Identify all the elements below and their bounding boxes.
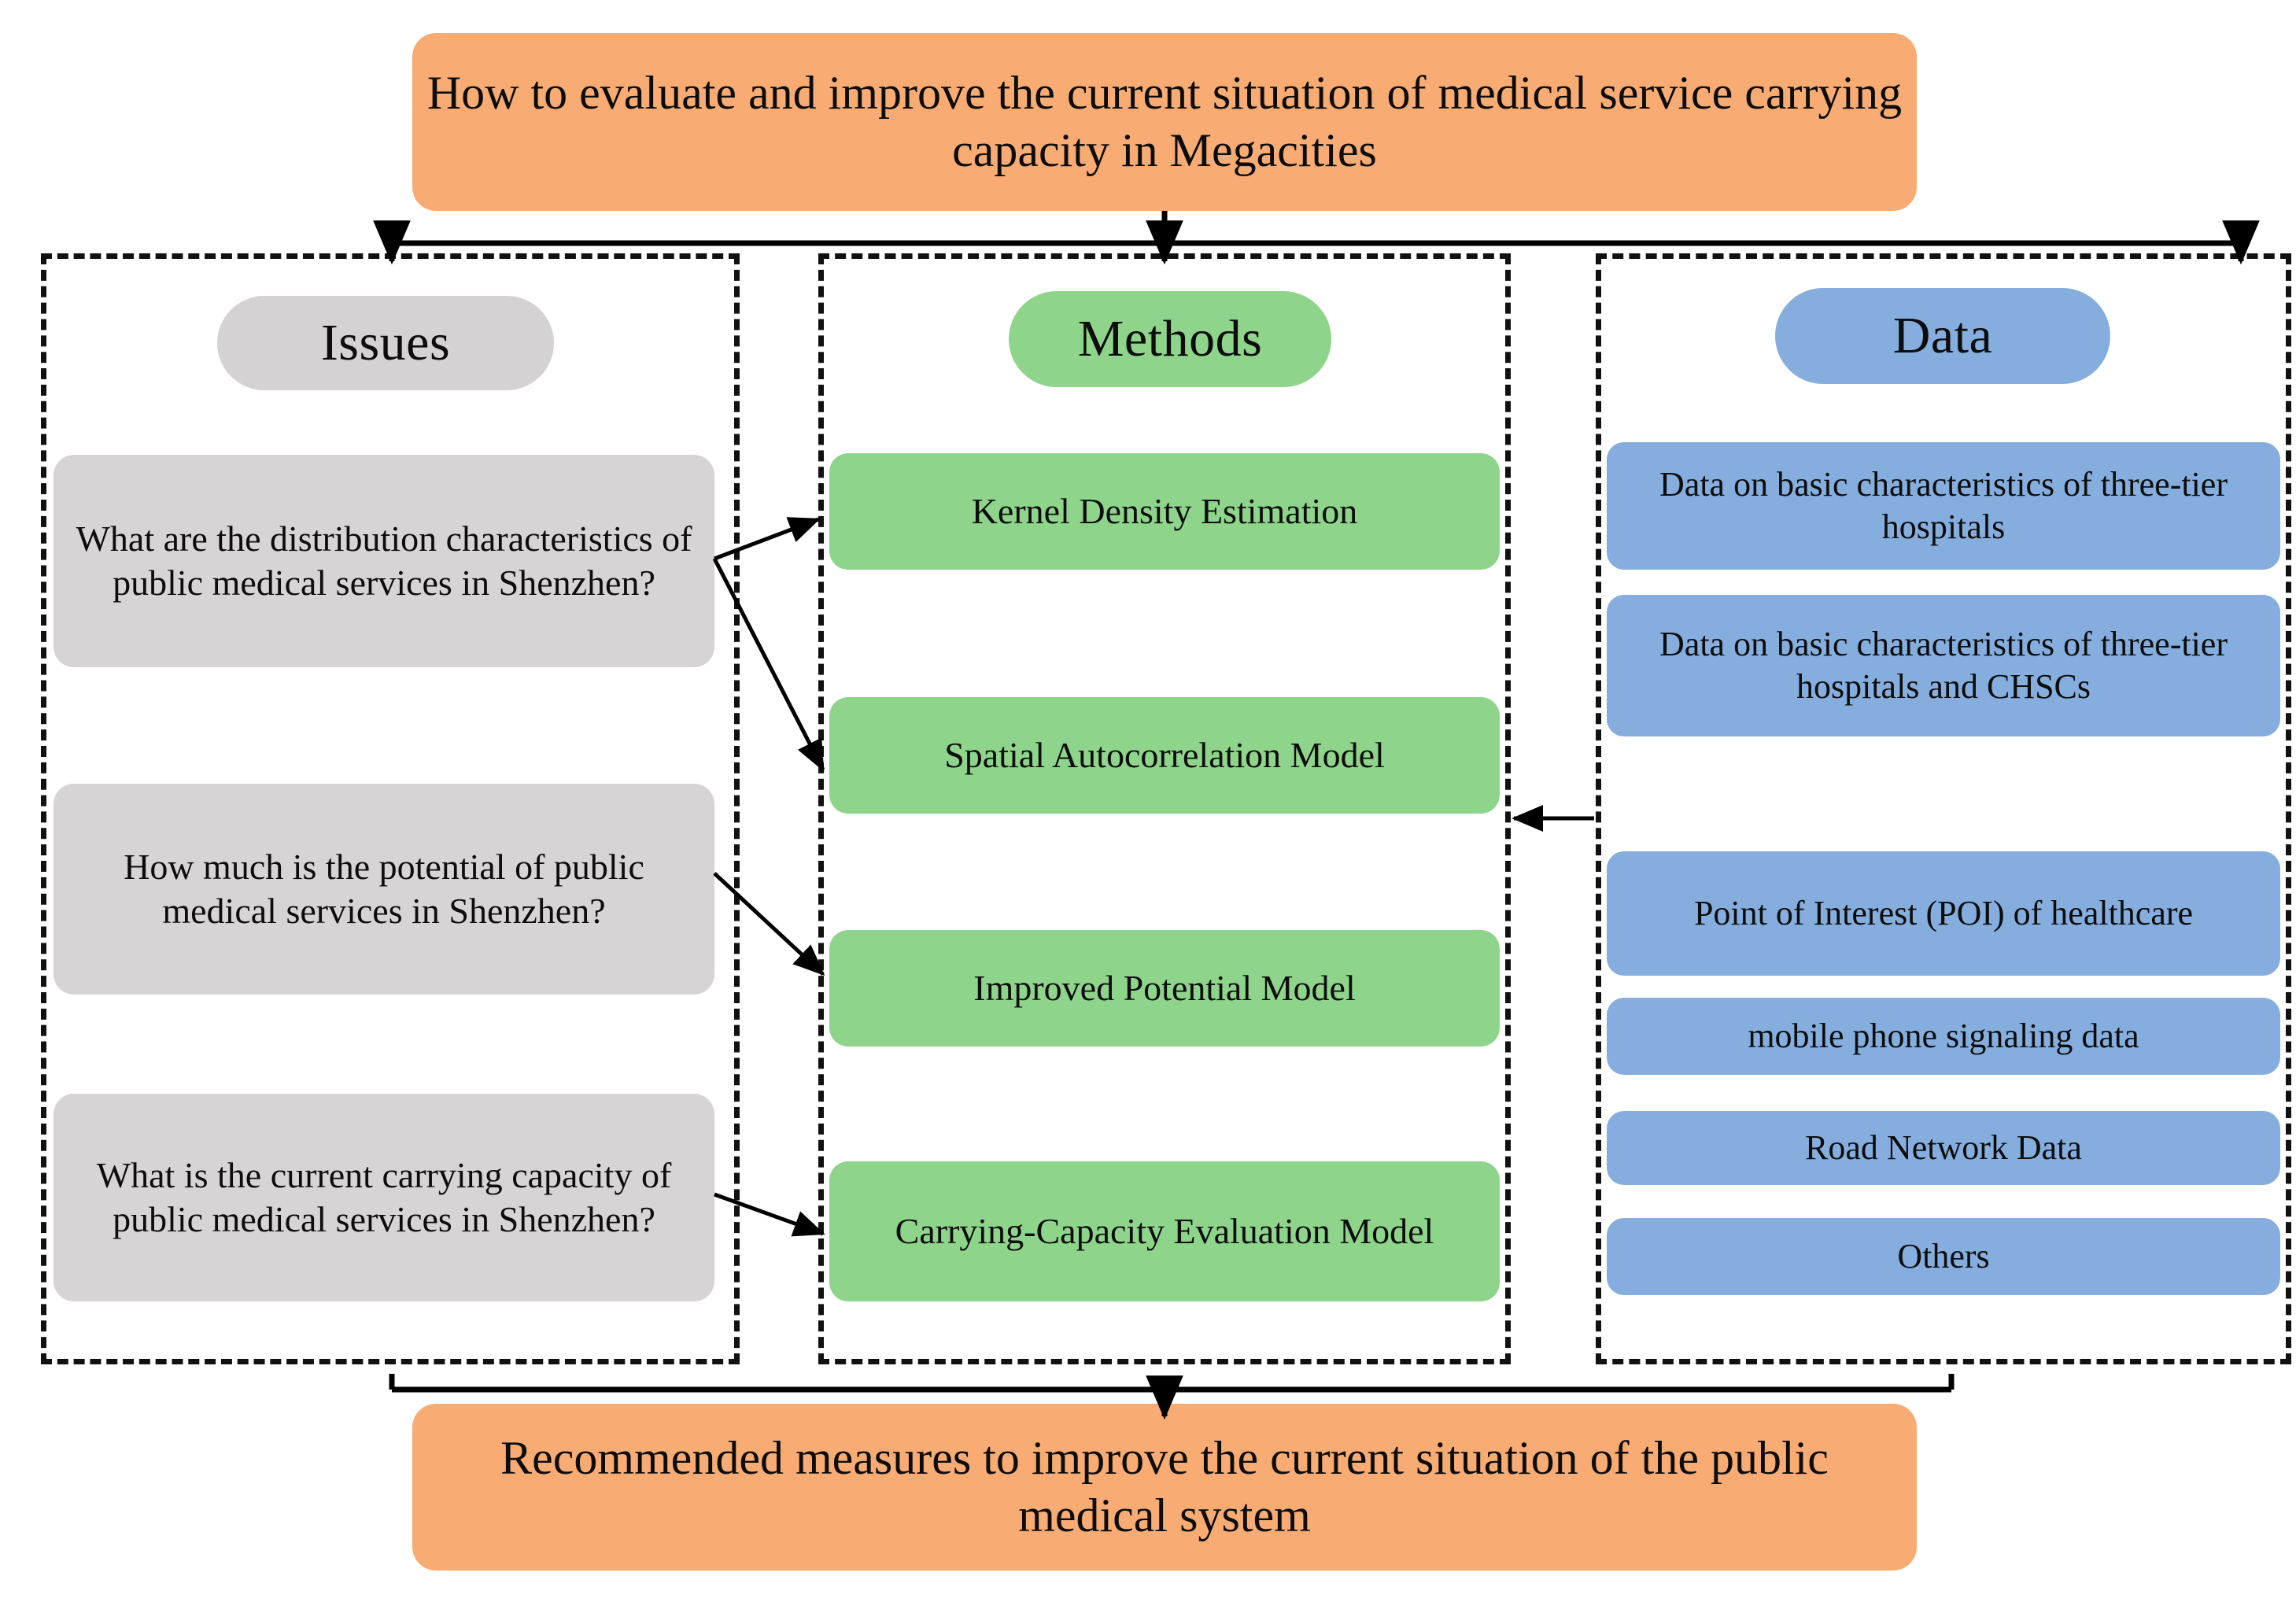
data-box-poi-healthcare: Point of Interest (POI) of healthcare — [1607, 851, 2280, 976]
methods-header-pill: Methods — [1009, 291, 1331, 387]
method-box-kernel-density-estimation: Kernel Density Estimation — [829, 453, 1500, 570]
issue-box-potential: How much is the potential of public medi… — [54, 784, 714, 995]
data-panel — [1596, 253, 2291, 1364]
issues-header-pill: Issues — [217, 296, 554, 390]
method-box-spatial-autocorrelation-model: Spatial Autocorrelation Model — [829, 697, 1500, 814]
issue-box-distribution: What are the distribution characteristic… — [54, 455, 714, 667]
data-box-road-network: Road Network Data — [1607, 1111, 2280, 1185]
research-question-banner: How to evaluate and improve the current … — [412, 33, 1917, 211]
data-box-mobile-phone-signaling: mobile phone signaling data — [1607, 998, 2280, 1075]
method-box-improved-potential-model: Improved Potential Model — [829, 930, 1500, 1046]
data-header-pill: Data — [1775, 288, 2110, 384]
data-box-three-tier-hospitals-and-chscs: Data on basic characteristics of three-t… — [1607, 595, 2280, 736]
data-box-others: Others — [1607, 1218, 2280, 1295]
recommended-measures-banner: Recommended measures to improve the curr… — [412, 1404, 1917, 1571]
data-box-three-tier-hospitals: Data on basic characteristics of three-t… — [1607, 442, 2280, 570]
issue-box-carrying-capacity: What is the current carrying capacity of… — [54, 1094, 714, 1301]
method-box-carrying-capacity-evaluation-model: Carrying-Capacity Evaluation Model — [829, 1161, 1500, 1301]
